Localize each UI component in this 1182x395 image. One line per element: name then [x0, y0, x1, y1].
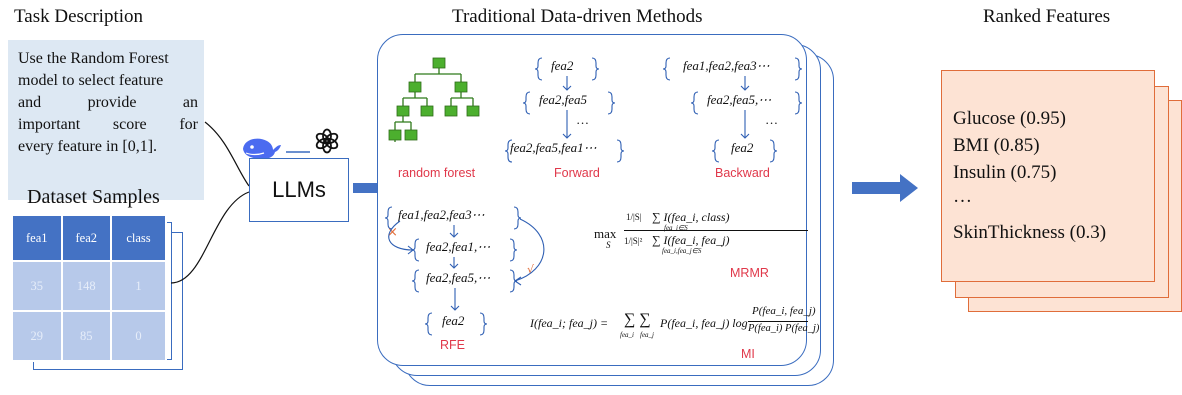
ranked-item: Glucose (0.95) — [953, 108, 1066, 129]
table-cell: 35 — [11, 260, 63, 312]
rfe-cross-mark: × — [387, 225, 398, 240]
mrmr-num-sum-sub: fea_i∈S — [664, 224, 688, 232]
forward-step-3: … — [577, 112, 589, 127]
task-line: every feature in [0,1]. — [18, 138, 158, 155]
task-line: Use the Random Forest — [18, 50, 169, 67]
backward-step-4: fea2 — [731, 140, 754, 155]
forward-step-2: fea2,fea5 — [539, 92, 588, 107]
ranked-item: … — [953, 186, 972, 207]
deepseek-whale-icon — [243, 138, 281, 160]
ranked-card-front — [941, 70, 1155, 282]
mi-sub-j: fea_j — [640, 331, 654, 339]
task-description-box: Use the Random Forest model to select fe… — [8, 40, 204, 200]
methods-title: Traditional Data-driven Methods — [452, 6, 703, 27]
mrmr-den-expr: ∑ I(fea_i, fea_j) — [652, 233, 730, 247]
random-forest-tree-icon — [388, 57, 480, 142]
rfe-step-2: fea2,fea1,⋯ — [426, 239, 491, 254]
mrmr-num-frac: 1/|S| — [626, 212, 642, 222]
forward-step-4: fea2,fea5,fea1⋯ — [510, 140, 597, 155]
random-forest-label: random forest — [398, 166, 476, 180]
table-header-cell: fea1 — [11, 214, 63, 262]
mi-sub-i: fea_i — [620, 331, 634, 339]
mrmr-max: max — [594, 226, 617, 241]
table-cell: 148 — [60, 260, 113, 312]
task-line: important score for — [18, 116, 198, 133]
backward-step-3: … — [766, 112, 778, 127]
table-header-cell: class — [110, 214, 167, 262]
rfe-step-4: fea2 — [442, 313, 465, 328]
mi-sums: ∑ ∑ — [624, 311, 651, 328]
ranked-item: Insulin (0.75) — [953, 162, 1057, 183]
backward-step-1: fea1,fea2,fea3⋯ — [683, 58, 770, 73]
mi-lhs: I(fea_i; fea_j) = — [530, 316, 609, 330]
forward-label: Forward — [554, 166, 600, 180]
rfe-check-mark: √ — [527, 263, 535, 276]
dataset-table: fea1 fea2 class 35 148 1 29 85 0 — [11, 214, 167, 362]
mrmr-den-frac: 1/|S|² — [624, 236, 643, 246]
rfe-step-1: fea1,fea2,fea3⋯ — [398, 207, 485, 222]
openai-logo-icon — [315, 128, 339, 154]
mi-num: P(fea_i, fea_j) — [752, 305, 816, 317]
ranked-features-title: Ranked Features — [983, 6, 1111, 27]
llm-label: LLMs — [272, 177, 326, 202]
mi-label: MI — [741, 347, 755, 361]
table-cell: 85 — [60, 310, 113, 362]
forward-step-1: fea2 — [551, 58, 574, 73]
mrmr-num-expr: ∑ I(fea_i, class) — [652, 210, 730, 224]
task-to-llm-connector — [204, 121, 250, 187]
mrmr-max-sub: S — [606, 240, 611, 250]
rfe-step-3: fea2,fea5,⋯ — [426, 270, 491, 285]
mi-mid: P(fea_i, fea_j) log — [660, 316, 748, 330]
ranked-item: BMI (0.85) — [953, 135, 1040, 156]
task-description-title: Task Description — [14, 6, 144, 27]
dataset-to-llm-connector — [170, 191, 250, 284]
backward-step-2: fea2,fea5,⋯ — [707, 92, 772, 107]
table-header-cell: fea2 — [60, 214, 113, 262]
mi-den: P(fea_i) P(fea_j) — [748, 323, 820, 334]
table-cell: 29 — [11, 310, 63, 362]
mi-fraction-bar — [748, 321, 808, 322]
ranked-item: SkinThickness (0.3) — [953, 222, 1107, 243]
task-line: model to select feature — [18, 72, 164, 89]
rfe-label: RFE — [440, 338, 465, 352]
table-cell: 0 — [110, 310, 167, 362]
task-line: and provide an — [18, 94, 198, 111]
methods-card-front — [377, 34, 807, 366]
arrow-methods-to-ranked — [852, 174, 918, 202]
mrmr-label: MRMR — [730, 266, 769, 280]
dataset-samples-title: Dataset Samples — [27, 186, 160, 208]
llm-box: LLMs — [249, 158, 349, 222]
mrmr-den-sum-sub: fea_i,fea_j∈S — [662, 247, 702, 255]
mrmr-fraction-bar — [624, 230, 808, 231]
table-cell: 1 — [110, 260, 167, 312]
backward-label: Backward — [715, 166, 770, 180]
